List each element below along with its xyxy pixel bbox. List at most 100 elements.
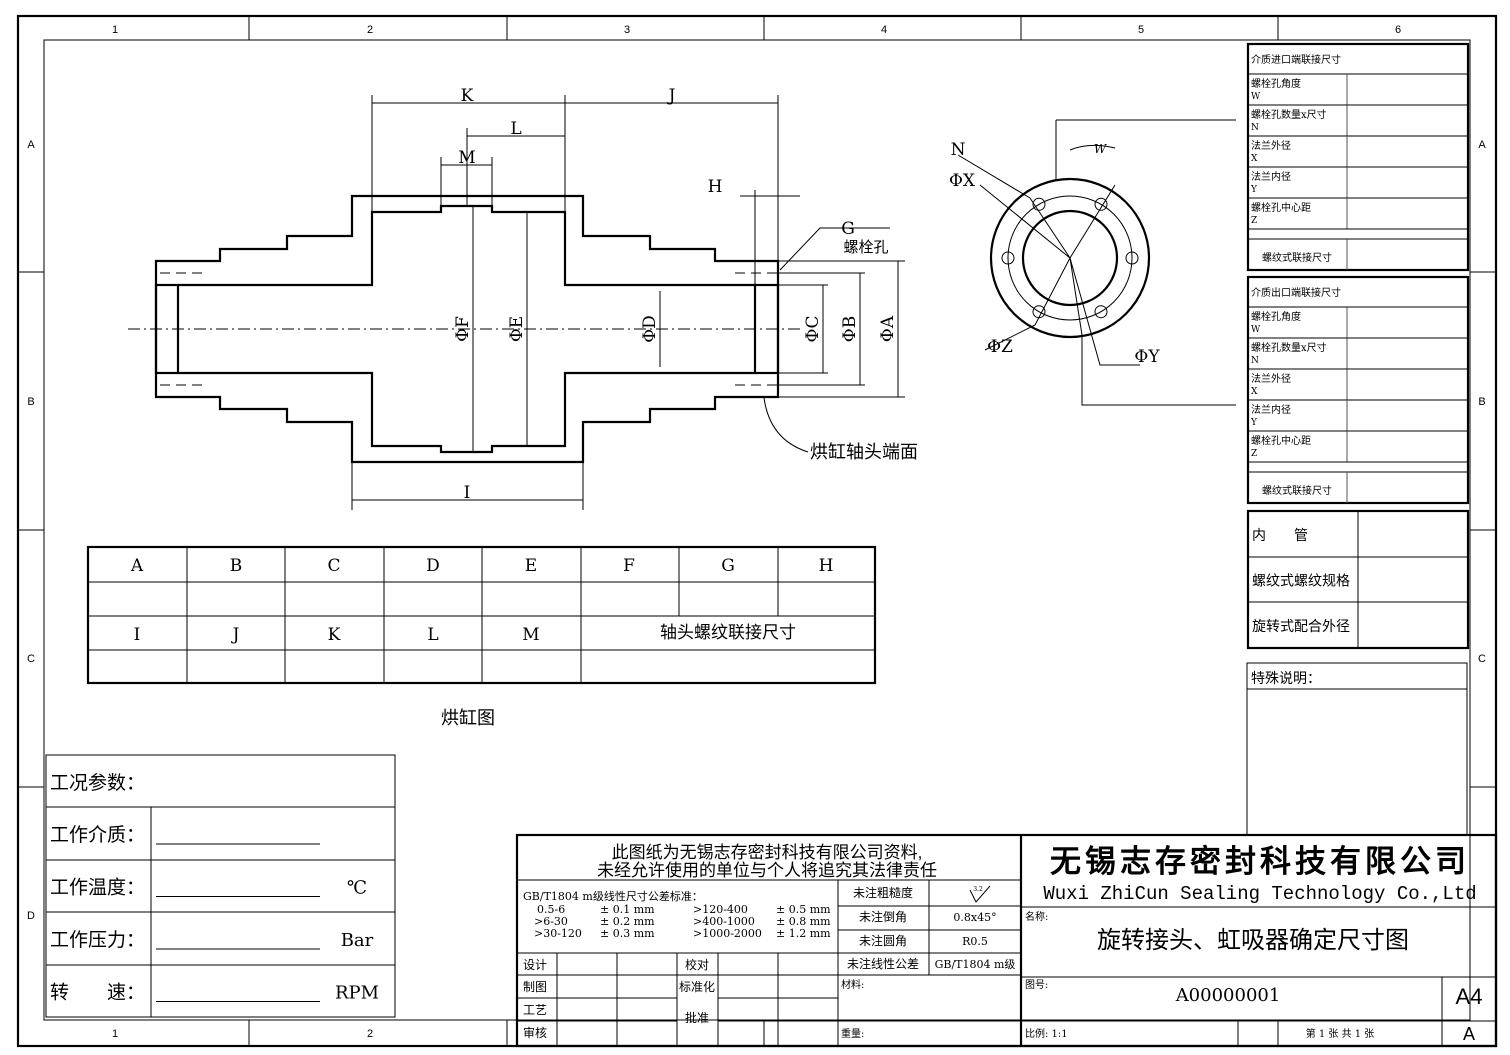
tolerance-value: ± 0.3 mm [600,927,655,940]
row-label: 螺栓孔数量x尺寸 [1251,341,1327,354]
param-unit: ℃ [347,878,367,899]
dim-A: ΦA [878,315,898,342]
dim-header-H: H [819,556,834,576]
dim-L: L [510,119,521,139]
row-symbol: N [1251,356,1259,366]
dim-header-D: D [426,556,440,576]
drawing-number: A00000001 [1175,985,1281,1006]
row-symbol: X [1251,387,1258,397]
zone-col-label: 4 [881,24,887,36]
label-G: G [841,219,855,239]
dim-H: H [708,177,723,197]
dryer-shaft-drawing: K J L M H I ΦF ΦE ΦD ΦC ΦB ΦA G 螺栓孔 烘缸轴头… [128,86,918,510]
tolerance-value: ± 1.2 mm [776,927,831,940]
bolt-hole [1125,251,1139,265]
role-label: 审核 [523,1025,547,1040]
dim-header-G: G [721,556,735,576]
zone-col-label: 2 [367,24,373,36]
role-label: 批准 [685,1010,709,1025]
zone-col-label: 1 [112,24,118,36]
bolt-hole [1094,305,1108,319]
tolerance-value: >1000-2000 [693,927,762,940]
pipe-row-label: 螺纹式螺纹规格 [1252,574,1350,590]
flange-Y: ΦY [1134,347,1160,367]
bolt-hole [1094,197,1108,211]
dim-header-J: J [231,625,240,645]
dim-header-A: A [130,556,144,576]
row-label: 法兰内径 [1251,403,1291,416]
row-label: 法兰内径 [1251,170,1291,183]
bolt-hole [1001,251,1015,265]
tolerance-value: ± 0.2 mm [600,915,655,928]
spec-value: R0.5 [962,935,988,948]
weight-label: 重量: [841,1027,864,1040]
tolerance-value: >400-1000 [693,915,755,928]
dim-I: I [464,483,471,503]
row-label: 法兰外径 [1251,372,1291,385]
param-label: 工作介质： [50,824,145,846]
dim-header-C: C [327,556,340,576]
revision: A [1463,1024,1475,1044]
thread-label: 螺纹式联接尺寸 [1262,251,1332,264]
param-unit: Bar [341,930,374,951]
row-label: 螺栓孔中心距 [1251,434,1311,447]
dim-header-B: B [230,556,243,576]
flange-N: N [951,140,966,160]
pipe-row-label: 旋转式配合外径 [1252,619,1350,635]
row-symbol: X [1251,154,1258,164]
dim-B: ΦB [840,316,860,342]
roughness-symbol-icon [969,885,991,903]
param-label: 工作压力： [50,929,145,951]
spec-value: GB/T1804 m级 [935,958,1016,971]
zone-row-label: C [1478,653,1486,665]
param-label: 工作温度： [50,877,145,899]
spec-label: 未注倒角 [859,909,907,924]
drawing-name: 旋转接头、虹吸器确定尺寸图 [1097,926,1409,954]
row-symbol: N [1251,123,1259,133]
role-label: 设计 [523,958,547,972]
flange-Z: ΦZ [987,337,1013,357]
row-label: 螺栓孔角度 [1251,310,1301,323]
row-symbol: Y [1250,185,1258,195]
tolerance-value: ± 0.8 mm [776,915,831,928]
tolerance-value: >120-400 [693,903,748,916]
row-symbol: Y [1250,418,1258,428]
zone-row-label: C [27,653,35,665]
flange-view: N ΦX ΦZ ΦY W [949,119,1236,406]
special-notes-label: 特殊说明： [1251,671,1321,687]
thread-dims-header: 轴头螺纹联接尺寸 [660,623,796,643]
roughness-value: 3.2 [973,886,983,893]
row-symbol: W [1251,92,1261,102]
company-name-cn: 无锡志存密封科技有限公司 [1050,844,1470,880]
row-symbol: Z [1251,449,1257,459]
spec-label: 未注粗糙度 [853,885,913,900]
inlet-connection-table: 介质进口端联接尺寸螺栓孔角度W螺栓孔数量x尺寸N法兰外径X法兰内径Y螺栓孔中心距… [1246,42,1470,272]
label-bolt-hole: 螺栓孔 [843,238,888,256]
title-block: 此图纸为无锡志存密封科技有限公司资料, 未经允许使用的单位与个人将追究其法律责任… [515,833,1498,1048]
dim-E: ΦE [507,316,527,342]
tolerance-value: 0.5-6 [537,903,565,916]
zone-col-label: 1 [112,1028,118,1040]
zone-col-label: 5 [1138,24,1144,36]
role-label: 校对 [685,957,709,972]
row-label: 法兰外径 [1251,139,1291,152]
role-label: 工艺 [523,1003,547,1017]
dim-header-K: K [328,625,341,645]
dim-M: M [458,148,475,168]
zone-row-label: B [1478,396,1485,408]
dim-header-E: E [525,556,537,576]
tolerance-title: GB/T1804 m级线性尺寸公差标准： [523,889,703,903]
flange-W: W [1094,142,1108,156]
dim-header-L: L [427,625,438,645]
zone-row-label: A [1478,139,1486,151]
param-unit: RPM [335,983,379,1004]
spec-value: 0.8x45° [953,911,996,924]
label-end-face: 烘缸轴头端面 [810,441,918,463]
tolerance-value: >30-120 [534,927,582,940]
params-title: 工况参数： [50,772,145,794]
dim-K: K [461,86,474,106]
